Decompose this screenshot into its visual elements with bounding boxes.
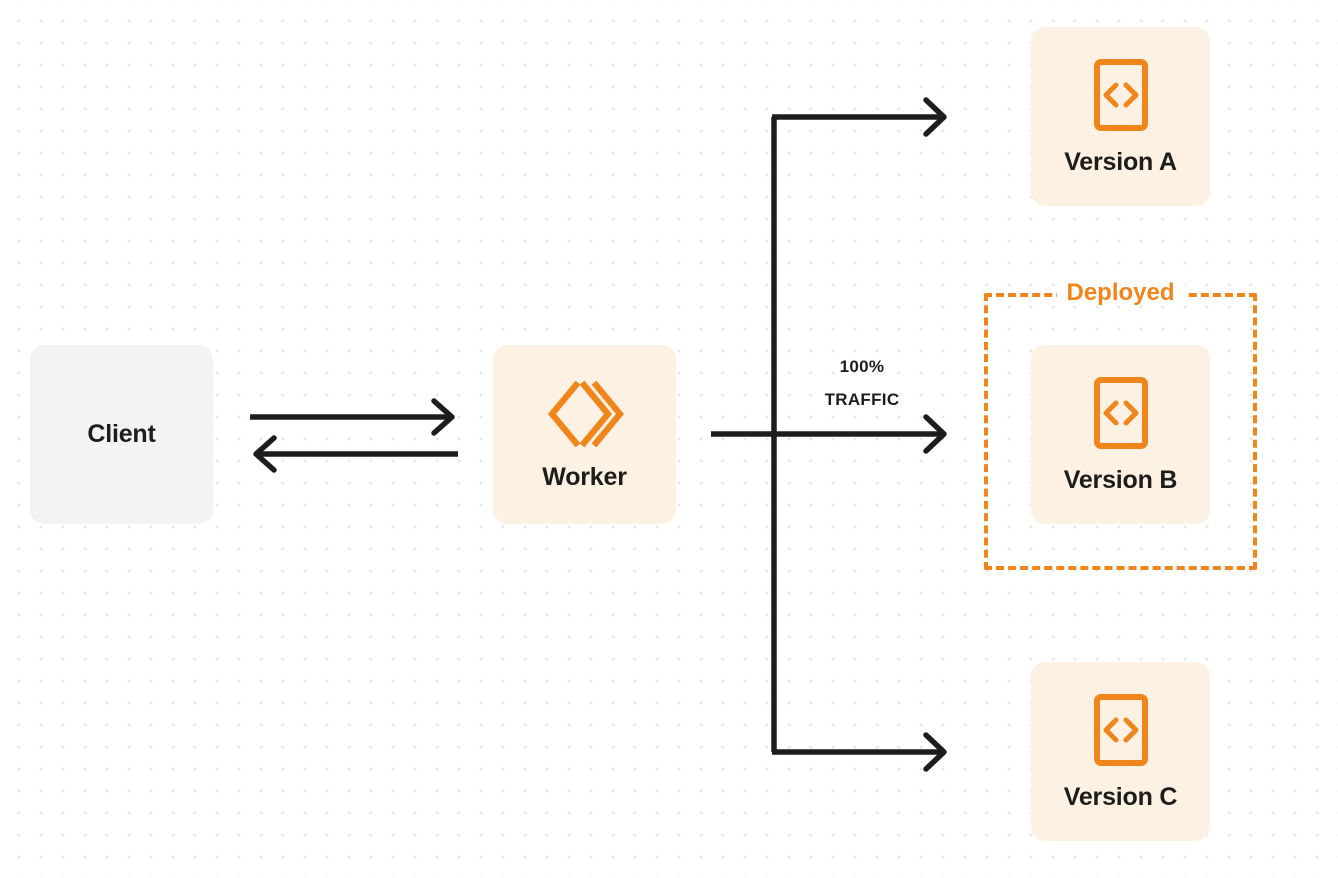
workers-chevron-icon	[546, 379, 624, 449]
node-worker[interactable]: Worker	[493, 345, 676, 524]
arrow-client-to-worker	[250, 398, 455, 436]
arrow-worker-to-client	[253, 435, 458, 473]
traffic-label: 100% TRAFFIC	[787, 350, 937, 416]
arrow-worker-to-versions-trunk	[711, 117, 944, 752]
node-version-a[interactable]: Version A	[1031, 27, 1210, 206]
arrow-branch-version-c	[772, 732, 947, 772]
code-file-icon	[1093, 58, 1149, 132]
code-file-icon	[1093, 376, 1149, 450]
traffic-percent: 100%	[839, 357, 885, 376]
arrow-branch-version-a	[772, 97, 947, 137]
deployed-group-label: Deployed	[1056, 281, 1185, 305]
node-version-c-label: Version C	[1063, 783, 1178, 811]
node-version-c[interactable]: Version C	[1031, 662, 1210, 841]
node-worker-label: Worker	[542, 463, 627, 491]
arrow-branch-version-b	[923, 414, 947, 454]
node-client[interactable]: Client	[30, 345, 213, 524]
traffic-word: TRAFFIC	[824, 390, 900, 410]
node-client-label: Client	[87, 420, 156, 448]
deployed-group-boundary: Deployed	[984, 281, 1257, 570]
node-version-b-label: Version B	[1063, 466, 1178, 494]
node-version-b[interactable]: Version B	[1031, 345, 1210, 524]
code-file-icon	[1093, 693, 1149, 767]
node-version-a-label: Version A	[1064, 148, 1177, 176]
